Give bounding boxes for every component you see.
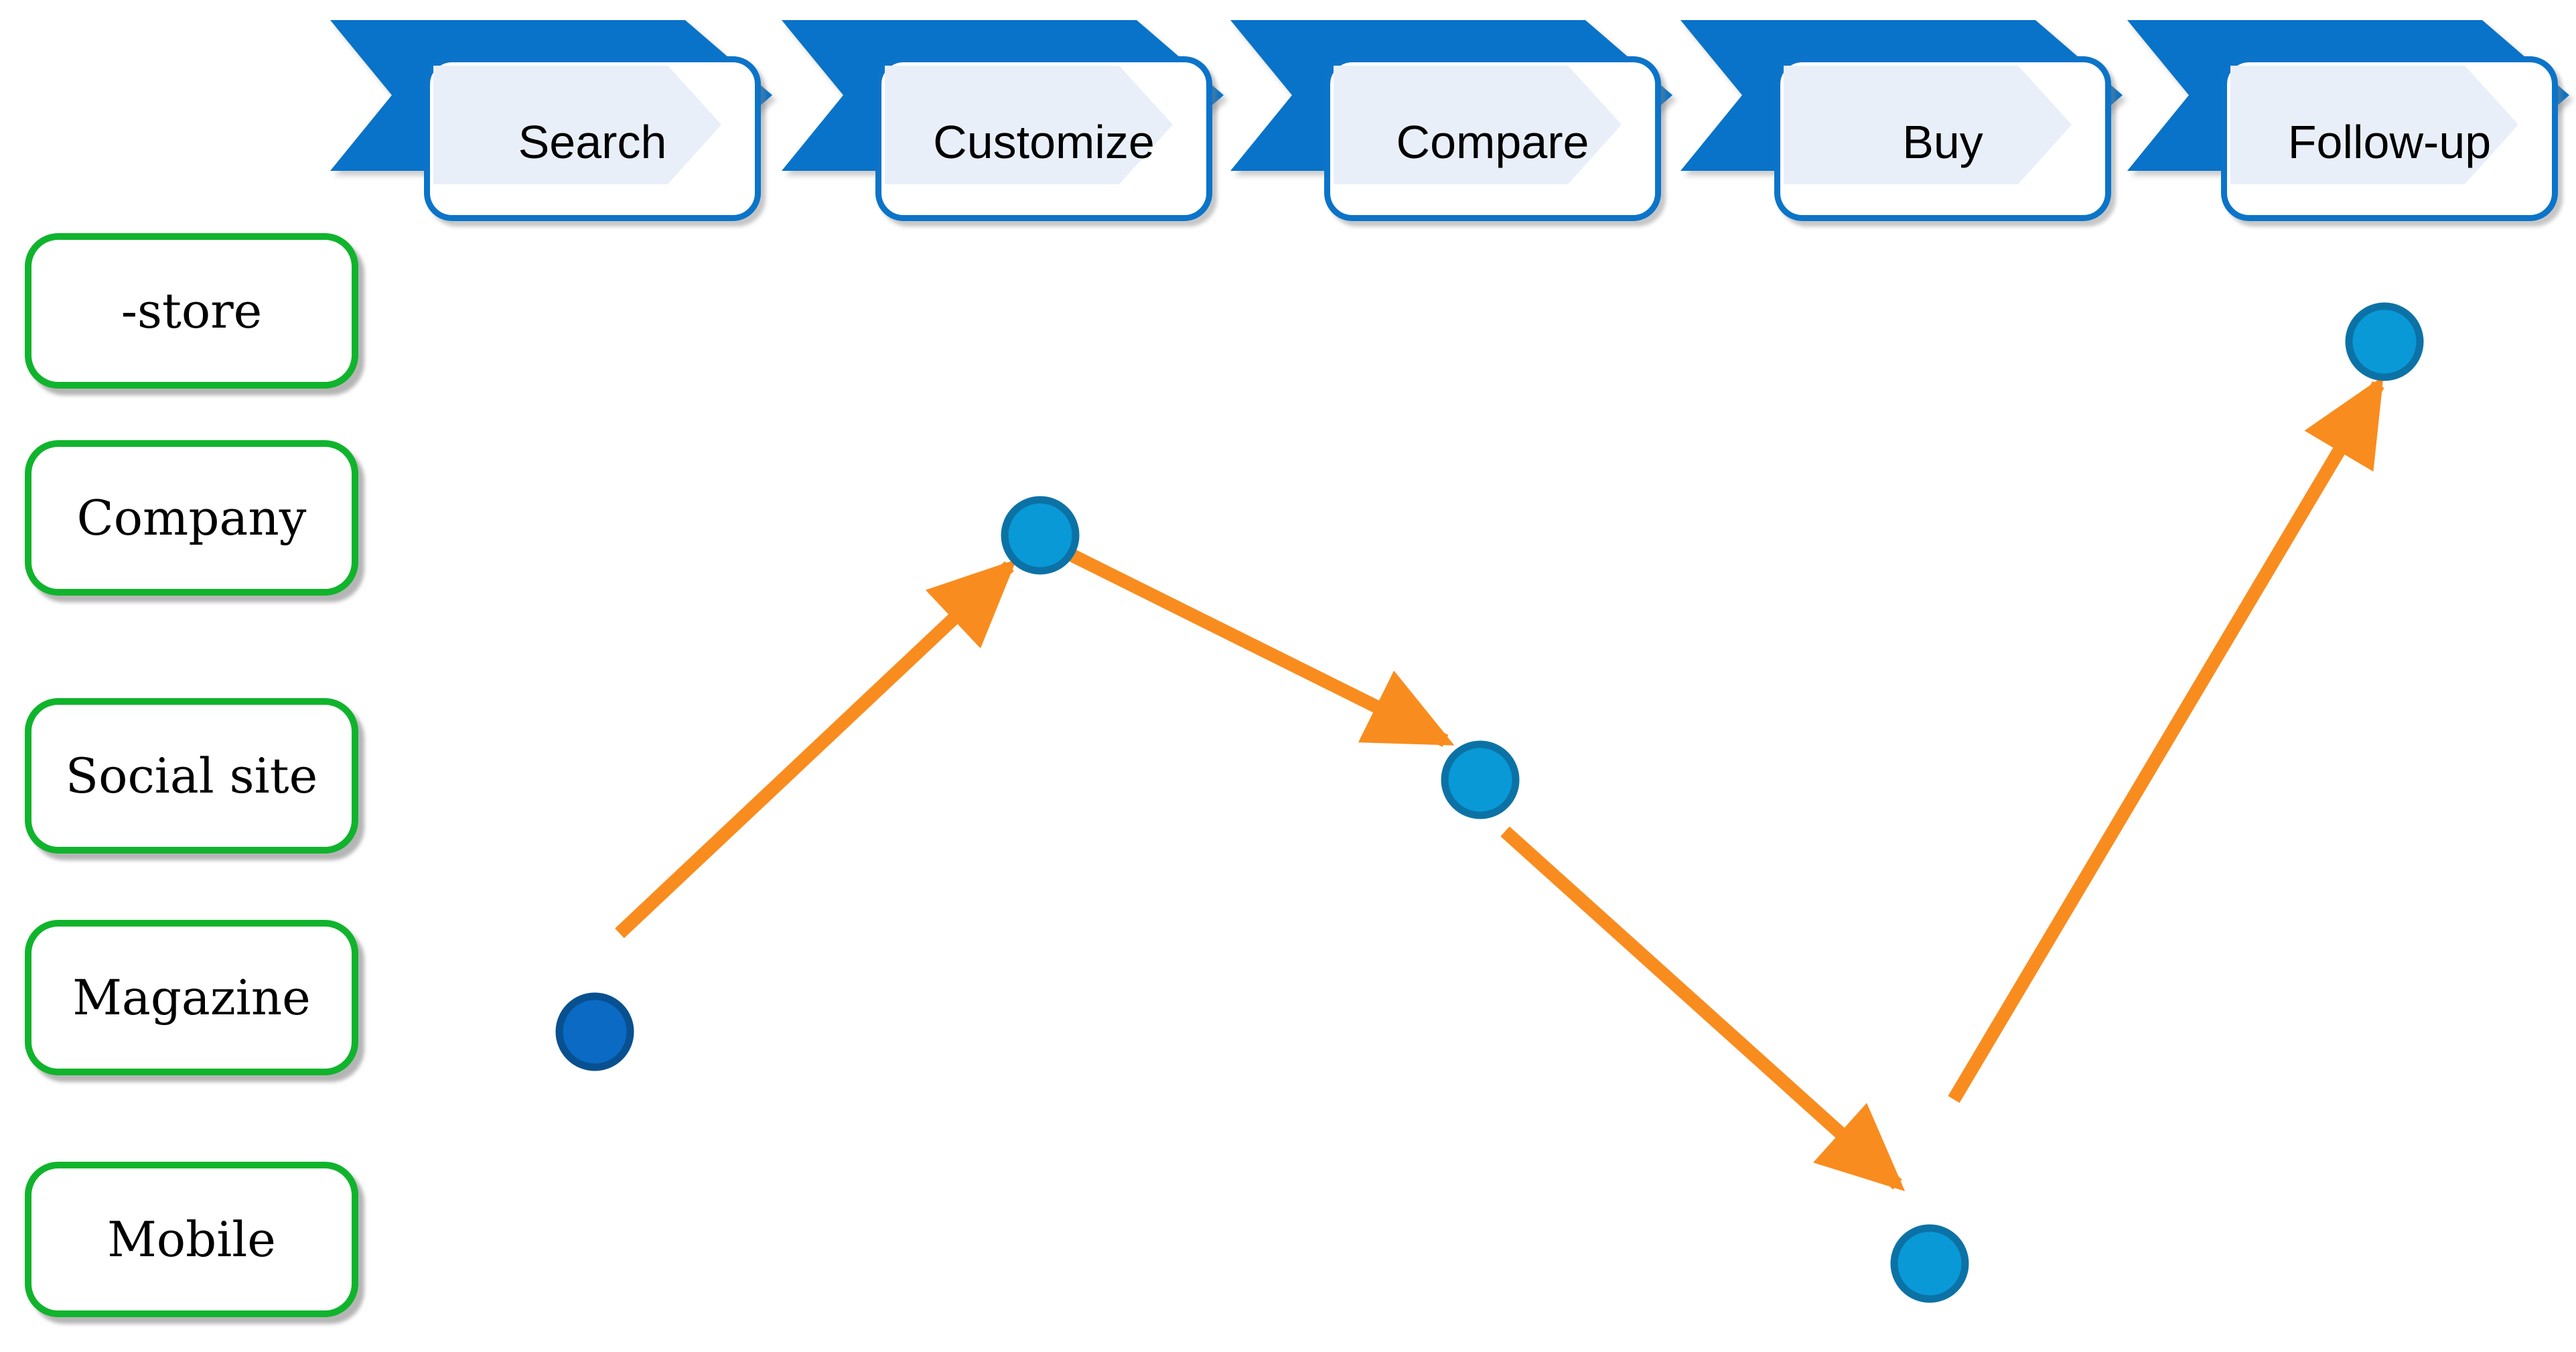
channel-label: -store — [121, 283, 263, 339]
channel-box-mobile: Mobile — [25, 1162, 358, 1317]
stage-label: Search — [518, 115, 667, 168]
pentagon-arrow-icon — [433, 66, 721, 184]
arrow-customize-to-compare — [1069, 549, 1455, 747]
pentagon-arrow-icon — [2230, 66, 2518, 184]
channel-label: Mobile — [107, 1211, 276, 1268]
pentagon-arrow-icon — [1334, 66, 1622, 184]
touchpoint-compare-social-site — [1441, 740, 1520, 819]
stage-box-customize: Customize — [875, 56, 1212, 221]
channel-box-social-site: Social site — [25, 698, 358, 854]
touchpoint-search-magazine — [555, 992, 634, 1071]
channel-label: Social site — [65, 748, 318, 804]
channel-label: Magazine — [72, 969, 311, 1026]
channel-box-company: Company — [25, 440, 358, 596]
stage-box-followup: Follow-up — [2221, 56, 2558, 221]
stage-label: Customize — [933, 115, 1155, 168]
channel-label: Company — [76, 490, 307, 546]
arrow-compare-to-buy — [1500, 826, 1906, 1192]
arrow-buy-to-followup — [1948, 376, 2384, 1103]
pentagon-arrow-icon — [1784, 66, 2072, 184]
touchpoint-buy-mobile — [1890, 1224, 1969, 1303]
stage-label: Compare — [1396, 115, 1589, 168]
channel-box-store: -store — [25, 233, 358, 389]
channel-box-magazine: Magazine — [25, 920, 358, 1075]
stage-label: Buy — [1902, 115, 1983, 168]
stage-box-compare: Compare — [1324, 56, 1661, 221]
pentagon-arrow-icon — [885, 66, 1173, 184]
arrow-search-to-customize — [615, 559, 1017, 939]
touchpoint-followup-store — [2345, 302, 2424, 381]
stage-box-search: Search — [424, 56, 761, 221]
stage-label: Follow-up — [2287, 115, 2492, 168]
touchpoint-customize-company — [1001, 496, 1080, 575]
stage-box-buy: Buy — [1774, 56, 2111, 221]
